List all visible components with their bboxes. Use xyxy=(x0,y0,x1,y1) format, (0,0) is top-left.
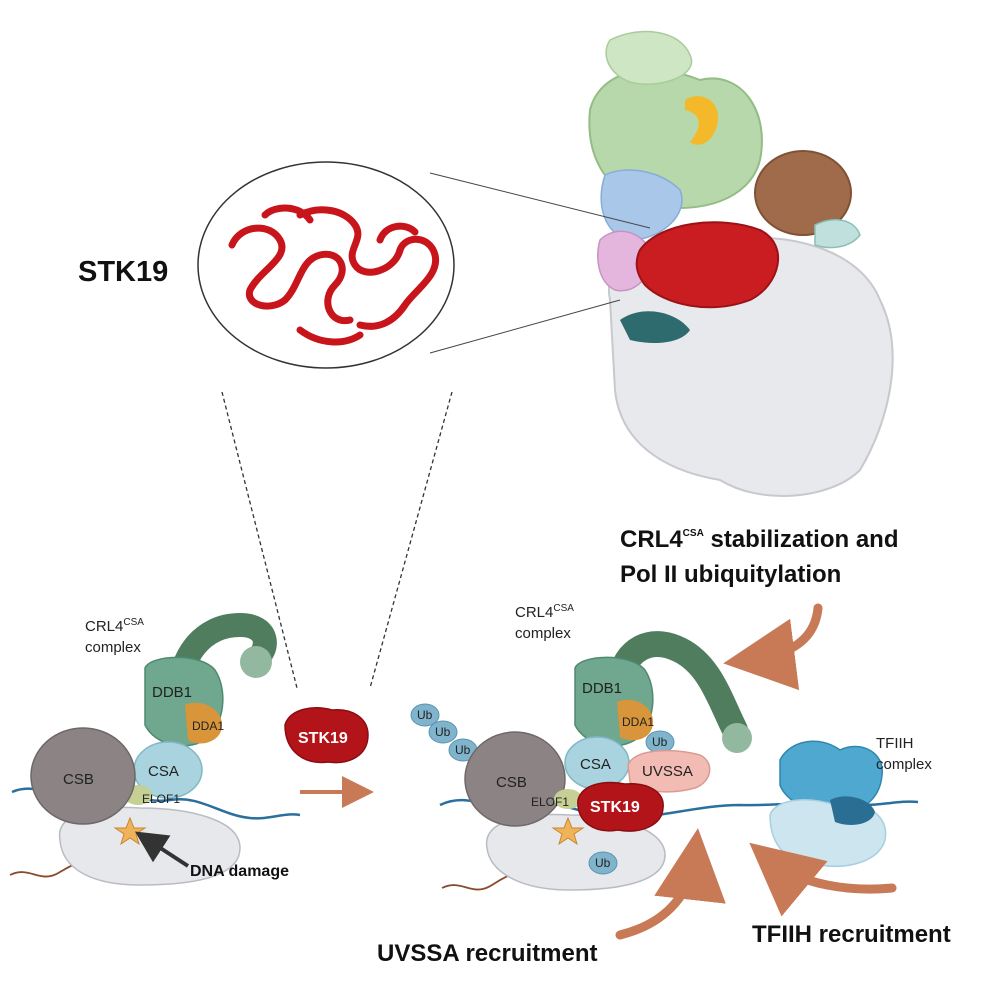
left-dda1 xyxy=(185,702,222,744)
right-tfiih-word: complex xyxy=(876,756,932,773)
right-csb xyxy=(464,731,566,827)
caption-crl4-sup: CSA xyxy=(683,528,704,539)
caption-tfiih: TFIIH recruitment xyxy=(752,921,951,948)
right-ub-1 xyxy=(410,703,440,727)
left-complex-word: complex xyxy=(85,639,141,656)
zoom-line-bottom xyxy=(429,299,621,354)
right-complex-word: complex xyxy=(515,625,571,642)
teal-density xyxy=(620,311,690,343)
right-ub-1-label: Ub xyxy=(417,708,433,722)
left-dda1-label: DDA1 xyxy=(192,719,224,733)
svg-text:CRL4CSA stabilization and: CRL4CSA stabilization and xyxy=(620,526,898,553)
stk19-title: STK19 xyxy=(78,256,168,288)
right-crl4-sup: CSA xyxy=(553,603,574,614)
dashed-line-right xyxy=(369,391,453,689)
right-elof1-label: ELOF1 xyxy=(531,795,569,809)
arrow-uvssa xyxy=(615,828,726,940)
right-uvssa-label: UVSSA xyxy=(642,763,693,780)
zoom-ellipse xyxy=(197,161,455,369)
right-ub-5 xyxy=(588,851,618,875)
left-csb-label: CSB xyxy=(63,771,94,788)
caption-pol2: Pol II ubiquitylation xyxy=(620,561,841,588)
stk19-density xyxy=(635,221,779,309)
zoom-line-top xyxy=(429,172,651,229)
middle-stk19-blob xyxy=(284,707,369,764)
yellow-density xyxy=(685,96,719,145)
left-damage-label: DNA damage xyxy=(190,863,289,880)
left-crl4-label: CRL4 xyxy=(85,618,123,635)
right-elof1 xyxy=(554,789,582,809)
brown-density xyxy=(754,150,852,236)
right-ub-5-label: Ub xyxy=(595,856,611,870)
right-crl4-label: CRL4 xyxy=(515,604,553,621)
middle-stk19-label: STK19 xyxy=(298,730,348,747)
middle-stk19: STK19 xyxy=(284,707,374,808)
right-dda1 xyxy=(617,699,653,741)
right-ub-4-label: Ub xyxy=(652,735,668,749)
right-csa-label: CSA xyxy=(580,756,611,773)
crl4-caption: CRL4CSA stabilization and Pol II ubiquit… xyxy=(620,526,898,588)
right-csb-label: CSB xyxy=(496,774,527,791)
right-tfiih xyxy=(769,740,887,867)
caption-crl4-rest: stabilization and xyxy=(704,526,899,553)
right-ub-2 xyxy=(428,720,458,744)
left-crl4-sup: CSA xyxy=(123,617,144,628)
right-ddb1-label: DDB1 xyxy=(582,680,622,697)
right-ub-2-label: Ub xyxy=(435,725,451,739)
arrow-tfiih xyxy=(749,842,897,917)
stk19-ribbon xyxy=(228,204,440,346)
right-ub-3-label: Ub xyxy=(455,743,471,757)
right-damage-star xyxy=(551,816,585,846)
svg-text:CRL4CSA: CRL4CSA xyxy=(85,617,144,635)
dashed-line-left xyxy=(221,391,298,689)
right-stk19 xyxy=(577,781,664,832)
right-cul4 xyxy=(607,631,748,743)
right-rbx1 xyxy=(722,723,752,753)
green-top-density xyxy=(605,30,693,85)
arrow-crl4 xyxy=(723,603,823,691)
right-stk19-label: STK19 xyxy=(590,799,640,816)
left-damage-star xyxy=(113,816,147,846)
left-csb xyxy=(30,727,136,825)
left-elof1-label: ELOF1 xyxy=(142,792,180,806)
right-dda1-label: DDA1 xyxy=(622,715,654,729)
caption-crl4: CRL4 xyxy=(620,526,683,553)
right-tfiih-label: TFIIH xyxy=(876,735,914,752)
svg-text:CRL4CSA: CRL4CSA xyxy=(515,603,574,621)
left-csa-label: CSA xyxy=(148,763,179,780)
left-ddb1-label: DDB1 xyxy=(152,684,192,701)
left-panel: CRL4CSA complex DDB1 DDA1 CSA ELOF1 CSB … xyxy=(9,612,301,886)
right-panel: CRL4CSA complex Ub Ub Ub CSB DDB1 DDA1 U… xyxy=(410,603,932,891)
caption-uvssa: UVSSA recruitment xyxy=(377,940,598,967)
cryo-em-structure xyxy=(588,30,894,497)
light-teal-density xyxy=(814,219,861,249)
stk19-zoom: STK19 xyxy=(78,161,455,369)
left-damage-arrow xyxy=(134,831,190,868)
left-rbx1 xyxy=(240,646,272,678)
